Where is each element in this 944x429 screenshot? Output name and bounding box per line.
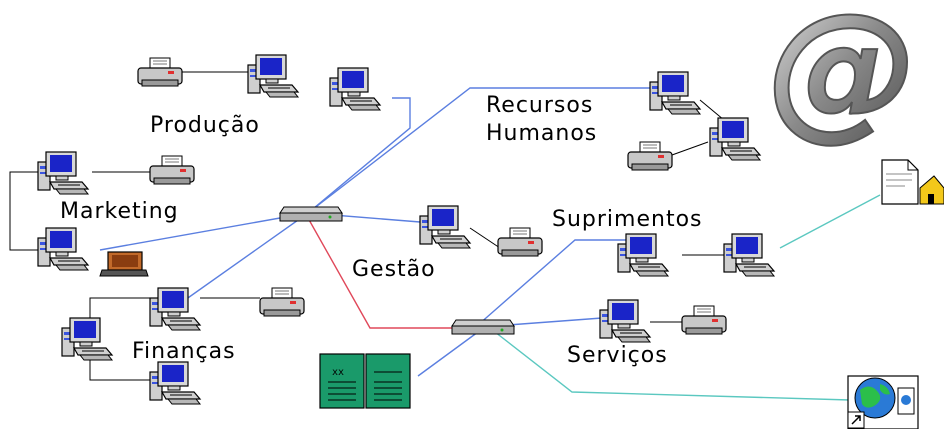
printer-icon — [681, 305, 727, 335]
workstation-icon — [649, 71, 701, 115]
label-marketing: Marketing — [60, 199, 179, 224]
server-label: xx — [332, 367, 344, 378]
web-page-icon — [847, 375, 919, 429]
link-external-document — [779, 194, 881, 249]
workstation-icon — [723, 233, 775, 277]
link-rh-printer-pc — [671, 141, 709, 156]
workstation-icon — [617, 233, 669, 277]
label-servicos: Serviços — [567, 343, 668, 368]
label-recursos-humanos-1: Recursos — [486, 93, 593, 118]
link-marketing-bus — [9, 171, 38, 251]
document-icon — [881, 159, 944, 205]
link-hub-recursos-humanos — [307, 87, 658, 214]
group-gestao: Gestão — [352, 205, 543, 282]
link-backbone — [307, 217, 458, 329]
link-hub2-server — [417, 331, 479, 377]
server-icon: xx — [319, 353, 411, 409]
laptop-icon — [99, 251, 149, 277]
workstation-icon — [247, 54, 299, 98]
link-financas-bus-lower — [89, 352, 152, 381]
link-hub2-suprimentos — [477, 239, 632, 326]
group-marketing: Marketing — [37, 151, 195, 277]
group-financas: Finanças — [61, 287, 305, 405]
workstation-icon — [37, 227, 89, 271]
link-rh-pcs — [699, 99, 725, 121]
label-gestao: Gestão — [352, 257, 436, 282]
group-suprimentos: Suprimentos — [552, 207, 775, 277]
network-links — [9, 71, 881, 401]
workstation-icon — [599, 299, 651, 343]
workstation-icon — [149, 361, 201, 405]
link-gestao-pc-printer — [469, 227, 501, 249]
central-hub-icon — [279, 206, 343, 222]
at-sign-logo: @ — [767, 0, 919, 157]
group-servicos: Serviços — [567, 299, 727, 368]
link-hub-producao — [307, 97, 411, 214]
workstation-icon — [37, 151, 89, 195]
label-producao: Produção — [150, 113, 260, 138]
label-financas: Finanças — [132, 339, 236, 364]
printer-icon — [627, 141, 673, 171]
group-producao: Produção — [137, 54, 381, 138]
label-suprimentos: Suprimentos — [552, 207, 703, 232]
svg-text:@: @ — [768, 0, 918, 156]
group-recursos-humanos: Recursos Humanos — [486, 71, 761, 171]
secondary-hub-icon — [451, 319, 515, 335]
printer-icon — [259, 287, 305, 317]
workstation-icon — [419, 205, 471, 249]
label-recursos-humanos-2: Humanos — [486, 121, 597, 146]
printer-icon — [497, 227, 543, 257]
link-hub-marketing — [99, 212, 309, 251]
link-financas-bus — [89, 297, 152, 326]
printer-icon — [137, 57, 183, 87]
link-external-web — [494, 331, 851, 401]
workstation-icon — [709, 117, 761, 161]
printer-icon — [149, 155, 195, 185]
workstation-icon — [61, 317, 113, 361]
link-hub2-servicos — [507, 317, 603, 326]
link-hub-financas — [184, 212, 309, 301]
workstation-icon — [329, 67, 381, 111]
